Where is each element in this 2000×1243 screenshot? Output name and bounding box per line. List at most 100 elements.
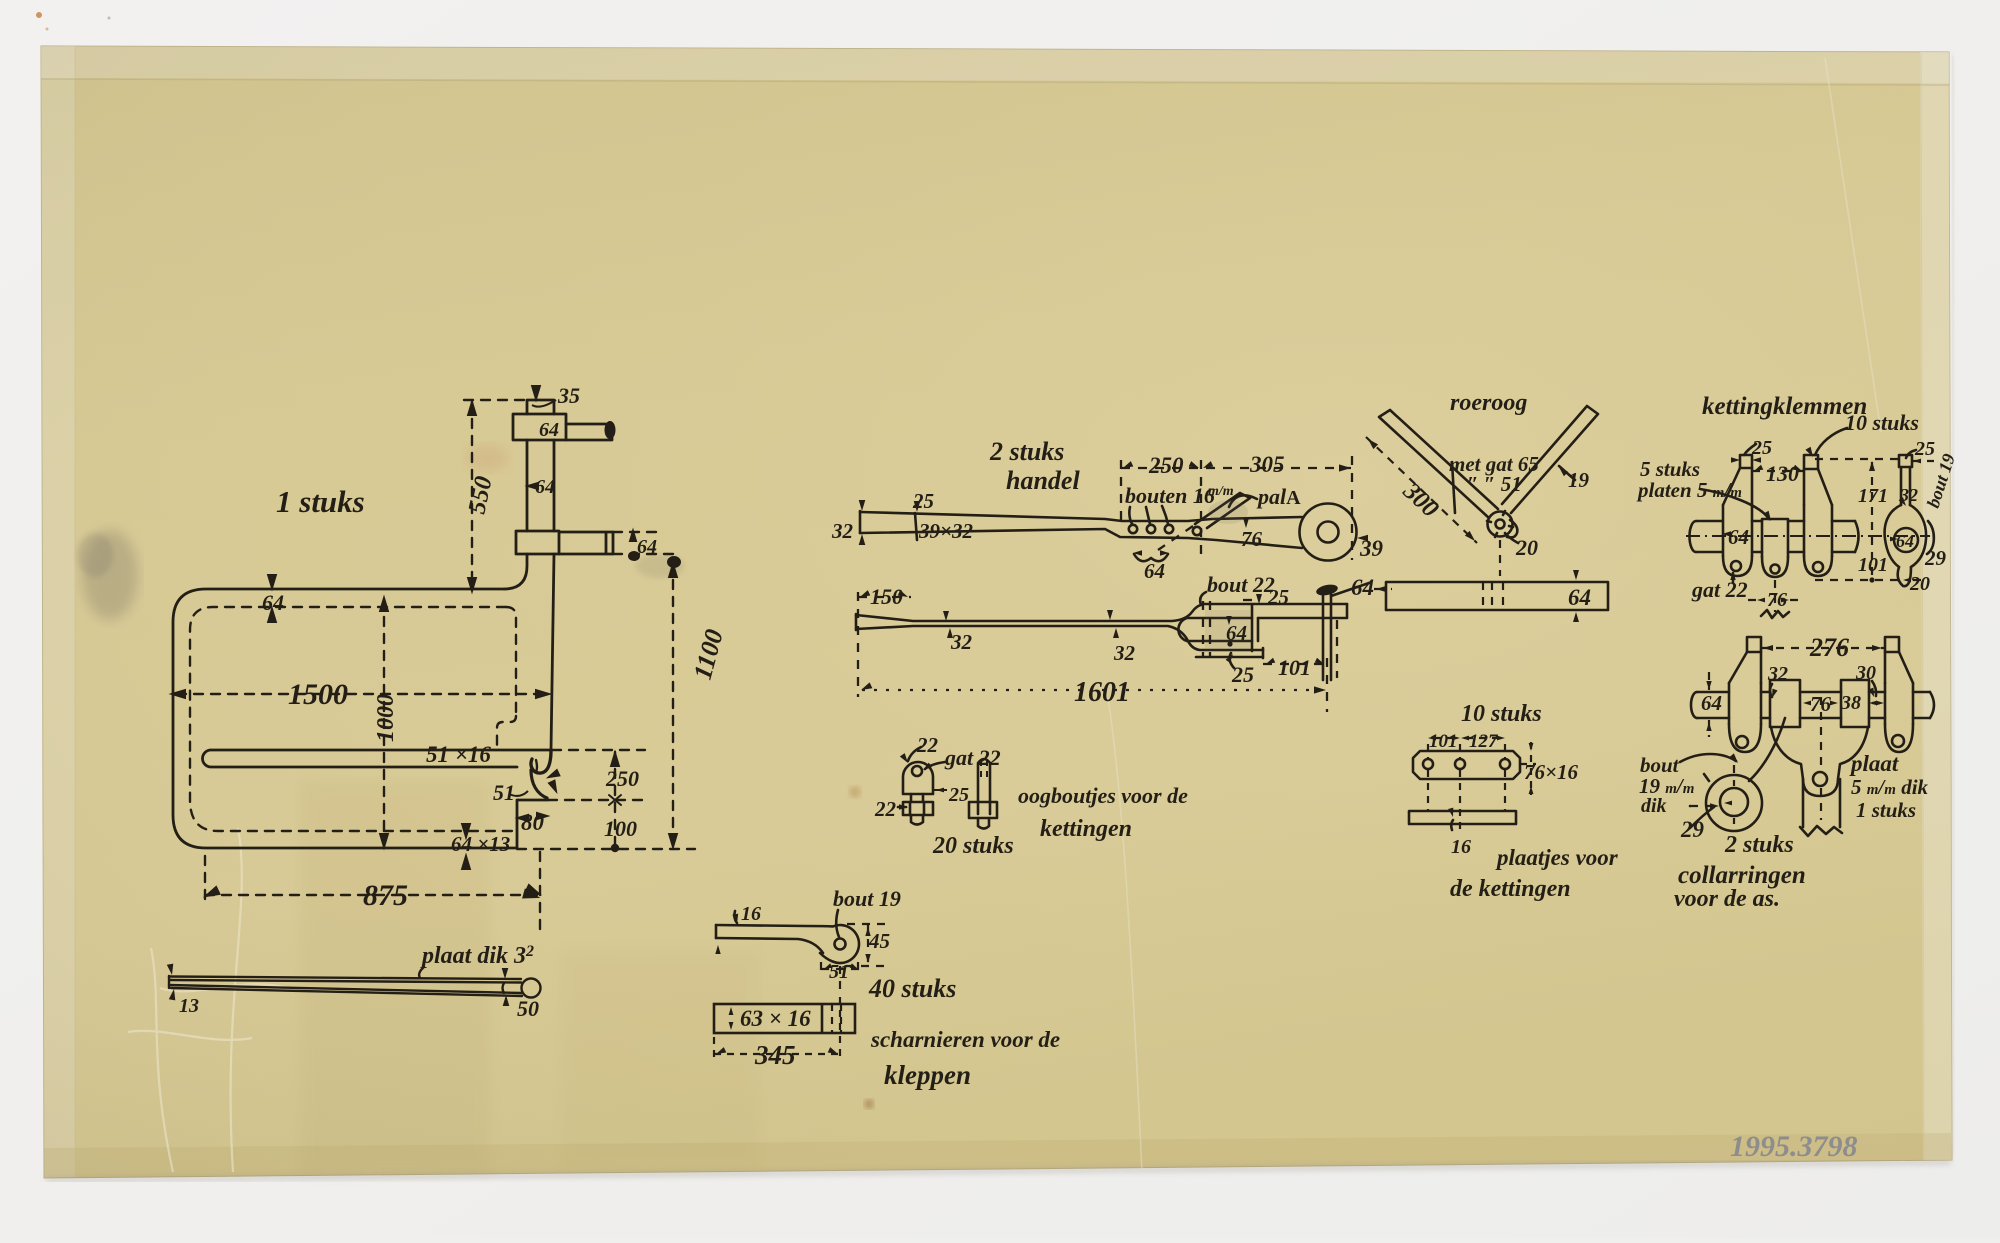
svg-text:1 stuks: 1 stuks: [1856, 798, 1916, 822]
svg-text:dik: dik: [1641, 795, 1667, 817]
svg-text:1500: 1500: [288, 678, 348, 711]
svg-text:50: 50: [517, 996, 539, 1021]
svg-text:de kettingen: de kettingen: [1450, 876, 1571, 902]
svg-text:gat 22: gat 22: [944, 745, 1001, 770]
svg-text:64: 64: [1226, 621, 1247, 645]
svg-text:roeroog: roeroog: [1450, 390, 1527, 416]
svg-text:127: 127: [1469, 731, 1499, 752]
svg-text:80: 80: [521, 810, 545, 835]
svg-text:5 m/m dik: 5 m/m dik: [1851, 775, 1929, 799]
svg-text:scharnieren voor de: scharnieren voor de: [870, 1027, 1060, 1052]
svg-text:1601: 1601: [1074, 677, 1130, 708]
svg-text:64: 64: [1701, 691, 1722, 715]
svg-text:76: 76: [1810, 692, 1832, 716]
svg-text:130: 130: [1766, 461, 1799, 486]
svg-text:met gat 65: met gat 65: [1449, 452, 1539, 476]
svg-text:64: 64: [262, 590, 284, 615]
svg-text:345: 345: [754, 1040, 796, 1070]
svg-text:150: 150: [870, 584, 903, 609]
svg-text:30: 30: [1855, 662, 1876, 684]
svg-text:voor de as.: voor de as.: [1674, 886, 1780, 912]
svg-text:kettingen: kettingen: [1040, 816, 1132, 842]
svg-text:kleppen: kleppen: [884, 1060, 971, 1090]
svg-text:m/m: m/m: [1208, 484, 1234, 499]
svg-text:63 × 16: 63 × 16: [740, 1006, 811, 1031]
svg-text:handel: handel: [1006, 466, 1080, 495]
svg-text:25: 25: [1914, 438, 1935, 460]
svg-text:plaat dik 32: plaat dik 32: [420, 943, 534, 969]
svg-text:1995.3798: 1995.3798: [1730, 1130, 1858, 1163]
svg-text:25: 25: [948, 784, 969, 806]
svg-text:64: 64: [539, 419, 559, 441]
svg-text:bout 19: bout 19: [833, 886, 901, 911]
svg-text:1000: 1000: [373, 694, 399, 742]
svg-text:35: 35: [557, 383, 580, 408]
svg-text:bouten 16: bouten 16: [1125, 483, 1215, 508]
svg-text:305: 305: [1249, 452, 1285, 477]
svg-text:76×16: 76×16: [1524, 760, 1578, 784]
svg-text:101: 101: [1429, 731, 1458, 752]
svg-text:25: 25: [1267, 585, 1289, 609]
svg-text:39×32: 39×32: [918, 519, 973, 543]
svg-text:29: 29: [1924, 546, 1947, 570]
svg-text:10 stuks: 10 stuks: [1461, 701, 1542, 727]
svg-text:250: 250: [1148, 453, 1184, 478]
svg-text:platen 5 m/m: platen 5 m/m: [1636, 478, 1742, 502]
svg-text:collarringen: collarringen: [1678, 862, 1806, 889]
svg-text:bout: bout: [1640, 753, 1680, 777]
svg-text:101: 101: [1278, 655, 1311, 680]
svg-text:25: 25: [1231, 662, 1254, 687]
svg-text:51: 51: [493, 780, 515, 805]
svg-text:64: 64: [1568, 585, 1591, 610]
svg-text:64: 64: [637, 536, 657, 558]
svg-text:oogboutjes voor de: oogboutjes voor de: [1018, 783, 1188, 808]
svg-text:32: 32: [831, 519, 854, 543]
svg-text:76: 76: [1241, 527, 1263, 551]
svg-text:13: 13: [179, 995, 199, 1017]
svg-text:64: 64: [1728, 525, 1749, 549]
svg-text:gat 22: gat 22: [1691, 577, 1748, 602]
svg-text:32: 32: [950, 630, 973, 654]
svg-text:22: 22: [916, 733, 939, 757]
svg-text:25: 25: [1751, 437, 1772, 459]
svg-text:51: 51: [829, 961, 849, 983]
svg-text:32: 32: [1899, 485, 1918, 505]
svg-text:20 stuks: 20 stuks: [932, 833, 1014, 859]
svg-text:32: 32: [1113, 641, 1136, 665]
svg-text:171: 171: [1858, 485, 1888, 507]
svg-text:″ ″ 51: ″ ″ 51: [1467, 472, 1522, 496]
svg-text:100: 100: [604, 816, 637, 841]
svg-text:16: 16: [741, 903, 761, 925]
svg-text:101: 101: [1858, 554, 1888, 576]
svg-text:2 stuks: 2 stuks: [1724, 832, 1794, 858]
svg-text:2 stuks: 2 stuks: [989, 437, 1064, 466]
svg-text:16: 16: [1451, 836, 1471, 858]
svg-text:5 stuks: 5 stuks: [1640, 457, 1700, 481]
svg-text:64: 64: [1144, 559, 1165, 583]
svg-text:20: 20: [1909, 573, 1930, 595]
svg-text:palA: palA: [1256, 484, 1301, 509]
svg-text:875: 875: [363, 879, 408, 912]
svg-text:1 stuks: 1 stuks: [276, 484, 365, 519]
svg-text:51 ×16: 51 ×16: [426, 742, 491, 767]
svg-text:10 stuks: 10 stuks: [1845, 410, 1919, 435]
svg-text:39: 39: [1359, 536, 1384, 561]
svg-text:plaat: plaat: [1849, 751, 1899, 776]
svg-text:22: 22: [874, 797, 897, 821]
svg-text:76: 76: [1767, 589, 1787, 611]
svg-text:64: 64: [1351, 575, 1374, 600]
svg-text:40 stuks: 40 stuks: [868, 974, 956, 1003]
svg-text:276: 276: [1809, 633, 1849, 662]
svg-text:64: 64: [1896, 531, 1914, 551]
svg-text:plaatjes voor: plaatjes voor: [1495, 845, 1619, 870]
svg-text:64 ×13: 64 ×13: [451, 832, 510, 856]
svg-text:19: 19: [1568, 468, 1590, 492]
svg-text:45: 45: [868, 929, 890, 953]
svg-text:64: 64: [535, 476, 555, 498]
svg-text:kettingklemmen: kettingklemmen: [1702, 393, 1867, 420]
svg-text:29: 29: [1680, 817, 1705, 842]
svg-text:25: 25: [912, 489, 934, 513]
svg-text:38: 38: [1840, 692, 1861, 714]
svg-text:250: 250: [605, 766, 639, 791]
svg-text:32: 32: [1767, 663, 1788, 685]
